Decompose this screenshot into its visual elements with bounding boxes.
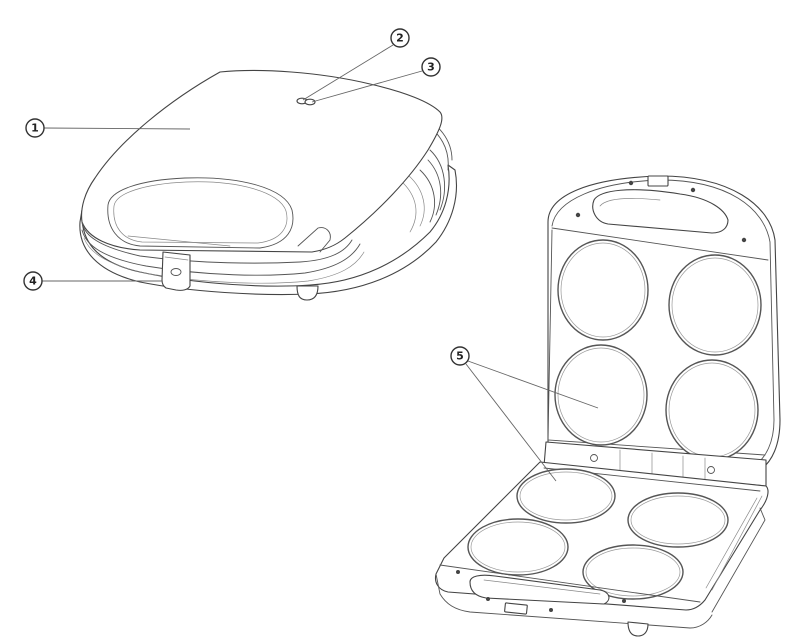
- lower-wells: [467, 468, 729, 600]
- leader-3: [311, 70, 423, 103]
- closed-appliance: [79, 69, 458, 301]
- callout-1-number: 1: [31, 122, 39, 135]
- leader-5a: [467, 360, 599, 409]
- callout-4: 4: [23, 271, 43, 291]
- upper-latch-tab: [647, 175, 669, 187]
- lid-top: [81, 69, 443, 253]
- open-appliance: [434, 175, 781, 637]
- callout-3-number: 3: [427, 61, 435, 74]
- lower-well: [516, 468, 616, 524]
- upper-well: [554, 344, 648, 446]
- lower-well: [627, 492, 729, 548]
- leader-1: [43, 127, 191, 130]
- upper-well: [665, 359, 759, 461]
- lid-latch: [161, 251, 191, 291]
- hinge-pin-right: [707, 466, 715, 474]
- open-foot: [627, 621, 649, 637]
- callout-1: 1: [25, 118, 45, 138]
- ready-indicator-light: [304, 98, 316, 106]
- callout-2: 2: [390, 28, 410, 48]
- callout-3: 3: [421, 57, 441, 77]
- leader-5b: [465, 363, 557, 482]
- hinge-pin-left: [590, 454, 598, 462]
- upper-well: [668, 254, 762, 356]
- upper-wells: [554, 239, 762, 461]
- callout-5-number: 5: [456, 350, 464, 363]
- upper-handle: [592, 189, 729, 234]
- callout-4-number: 4: [29, 275, 37, 288]
- leader-2: [302, 44, 394, 101]
- callout-5: 5: [450, 346, 470, 366]
- latch-button: [170, 268, 182, 276]
- lid-window: [107, 177, 294, 249]
- callout-2-number: 2: [396, 32, 404, 45]
- leader-lines: [42, 44, 599, 482]
- lower-well: [582, 544, 684, 600]
- closed-foot: [296, 285, 319, 301]
- lower-latch-tab: [504, 602, 528, 615]
- lower-well: [467, 518, 569, 576]
- upper-well: [557, 239, 649, 341]
